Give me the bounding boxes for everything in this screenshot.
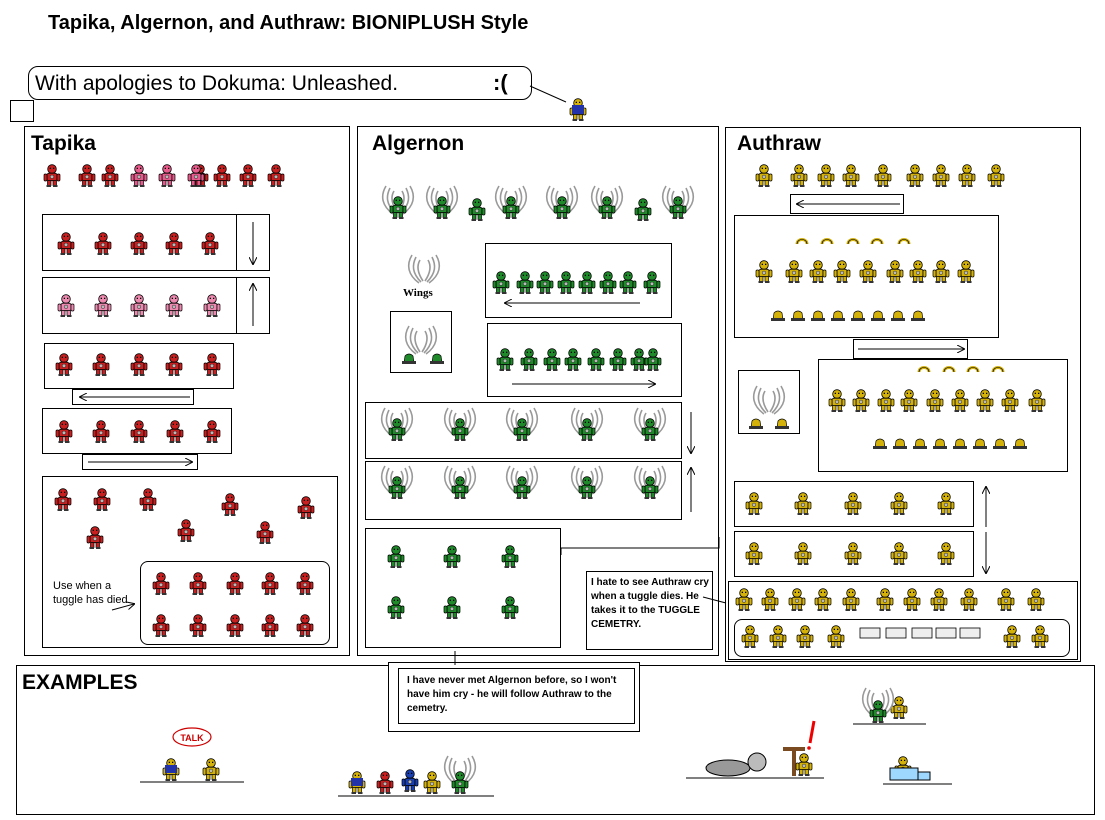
algernon-cry-note: I have never met Algernon before, so I w… [407,675,617,714]
authraw-wings-box [738,370,800,434]
empty-checkbox[interactable] [10,100,34,122]
algernon-row-left [485,243,672,318]
authraw-title: Authraw [737,132,821,155]
algernon-note-box: I have never met Algernon before, so I w… [398,668,635,724]
tapika-row-down [42,214,270,271]
sad-face-icon: :( [493,70,508,95]
tapika-row-up [42,277,270,334]
authraw-run-right-box [818,359,1068,472]
page-title: Tapika, Algernon, and Authraw: BIONIPLUS… [48,12,529,34]
apology-bubble: With apologies to Dokuma: Unleashed. :( [28,66,532,100]
algernon-title: Algernon [372,132,465,155]
authraw-cry-note-box: I hate to see Authraw cry when a tuggle … [586,571,713,650]
tapika-title: Tapika [31,132,96,155]
authraw-cry-note: I hate to see Authraw cry when a tuggle … [591,577,709,630]
talk-bubble-text: TALK [180,733,204,743]
examples-title: EXAMPLES [22,671,138,694]
tapika-death-note: Use when a tuggle has died [53,580,128,606]
apology-text: With apologies to Dokuma: Unleashed. [35,72,399,95]
wings-label: Wings [403,287,433,299]
